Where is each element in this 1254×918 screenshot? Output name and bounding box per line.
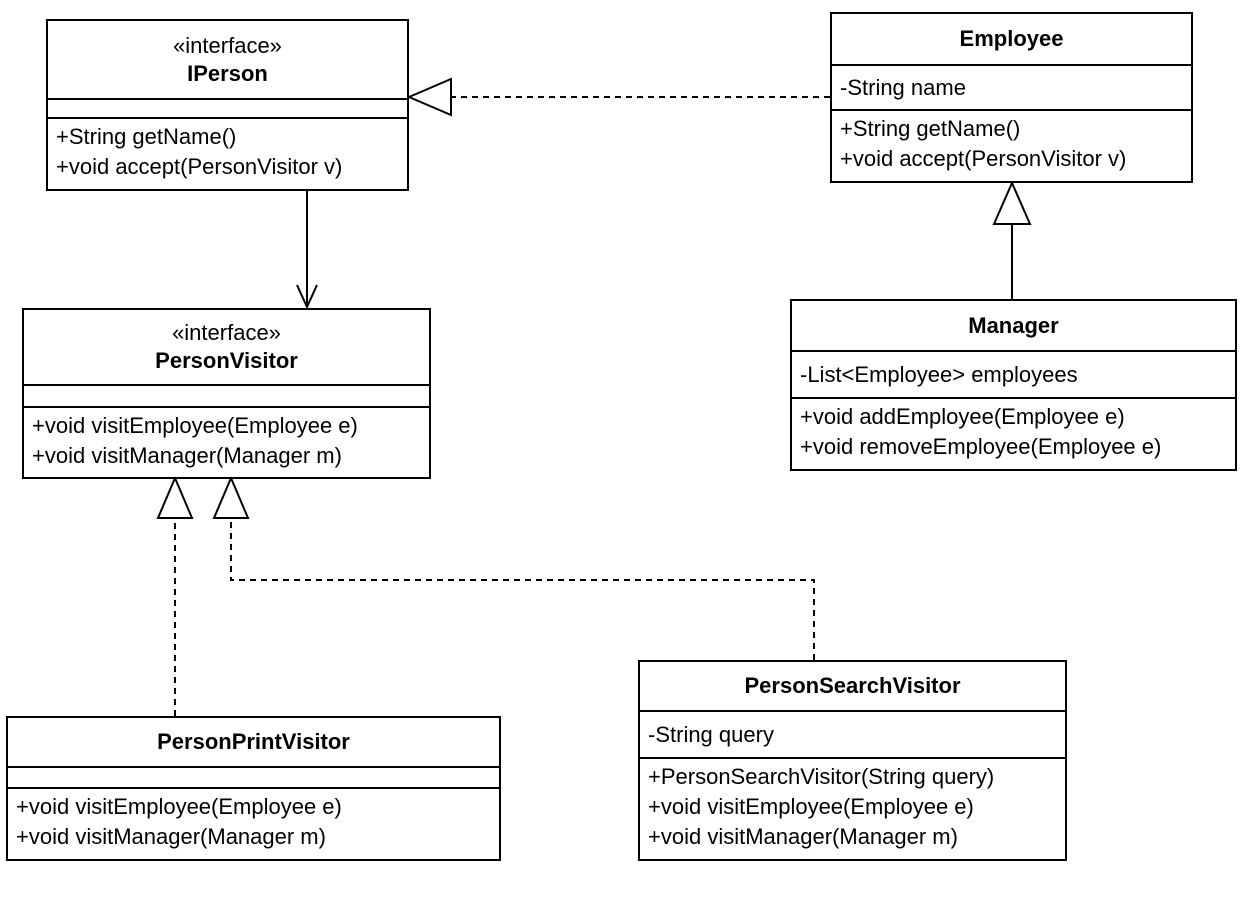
class-name: PersonPrintVisitor: [157, 729, 350, 754]
class-name: Manager: [968, 312, 1059, 338]
stereotype-label: «interface»: [173, 32, 282, 58]
class-name: IPerson: [187, 60, 268, 86]
class-manager[interactable]: Manager -List<Employee> employees +void …: [790, 299, 1237, 471]
operation: +String getName(): [840, 116, 1021, 141]
generalization-manager-to-employee: [992, 180, 1032, 299]
attributes-compartment: -String name: [832, 66, 1191, 111]
operation: +void visitManager(Manager m): [32, 443, 342, 468]
operation: +void visitEmployee(Employee e): [16, 794, 342, 819]
class-header: Employee: [832, 14, 1191, 66]
stereotype-label: «interface»: [172, 320, 281, 345]
class-name: Employee: [959, 26, 1064, 51]
class-name: PersonSearchVisitor: [744, 673, 961, 698]
class-header: «interface» PersonVisitor: [24, 310, 429, 386]
operation: +void removeEmployee(Employee e): [800, 434, 1162, 459]
operations-compartment: +String getName() +void accept(PersonVis…: [832, 111, 1191, 177]
hollow-triangle-arrowhead: [156, 475, 194, 519]
class-personvisitor[interactable]: «interface» PersonVisitor +void visitEmp…: [22, 308, 431, 479]
realization-employee-to-iperson: [406, 77, 830, 117]
attribute: -String query: [648, 721, 774, 747]
operation: +PersonSearchVisitor(String query): [648, 764, 995, 789]
realization-printvisitor-to-personvisitor: [156, 475, 194, 716]
operations-compartment: +void visitEmployee(Employee e) +void vi…: [8, 789, 499, 855]
association-iperson-to-personvisitor: [296, 190, 318, 310]
operation: +void visitManager(Manager m): [648, 824, 958, 849]
attribute: -String name: [840, 74, 966, 100]
attributes-compartment: -String query: [640, 712, 1065, 759]
attributes-compartment: [48, 100, 407, 119]
operation: +void visitEmployee(Employee e): [648, 794, 974, 819]
class-iperson[interactable]: «interface» IPerson +String getName() +v…: [46, 19, 409, 191]
realization-searchvisitor-to-personvisitor: [212, 475, 815, 660]
hollow-triangle-arrowhead: [212, 475, 250, 519]
class-header: «interface» IPerson: [48, 21, 407, 100]
attributes-compartment: -List<Employee> employees: [792, 352, 1235, 399]
class-header: PersonSearchVisitor: [640, 662, 1065, 712]
operation: +void visitManager(Manager m): [16, 824, 326, 849]
class-header: PersonPrintVisitor: [8, 718, 499, 768]
class-name: PersonVisitor: [155, 348, 298, 373]
operations-compartment: +void visitEmployee(Employee e) +void vi…: [24, 408, 429, 474]
attribute: -List<Employee> employees: [800, 361, 1078, 387]
hollow-triangle-arrowhead: [406, 77, 452, 117]
class-header: Manager: [792, 301, 1235, 352]
operation: +void addEmployee(Employee e): [800, 404, 1125, 429]
hollow-triangle-arrowhead: [992, 180, 1032, 225]
class-personsearchvisitor[interactable]: PersonSearchVisitor -String query +Perso…: [638, 660, 1067, 861]
attributes-compartment: [24, 386, 429, 408]
operations-compartment: +void addEmployee(Employee e) +void remo…: [792, 399, 1235, 465]
operation: +void accept(PersonVisitor v): [840, 146, 1127, 171]
attributes-compartment: [8, 768, 499, 789]
class-employee[interactable]: Employee -String name +String getName() …: [830, 12, 1193, 183]
operations-compartment: +PersonSearchVisitor(String query) +void…: [640, 759, 1065, 855]
operation: +void accept(PersonVisitor v): [56, 154, 343, 179]
operation: +void visitEmployee(Employee e): [32, 413, 358, 438]
open-arrowhead: [296, 284, 318, 310]
class-personprintvisitor[interactable]: PersonPrintVisitor +void visitEmployee(E…: [6, 716, 501, 861]
operations-compartment: +String getName() +void accept(PersonVis…: [48, 119, 407, 185]
operation: +String getName(): [56, 124, 237, 149]
